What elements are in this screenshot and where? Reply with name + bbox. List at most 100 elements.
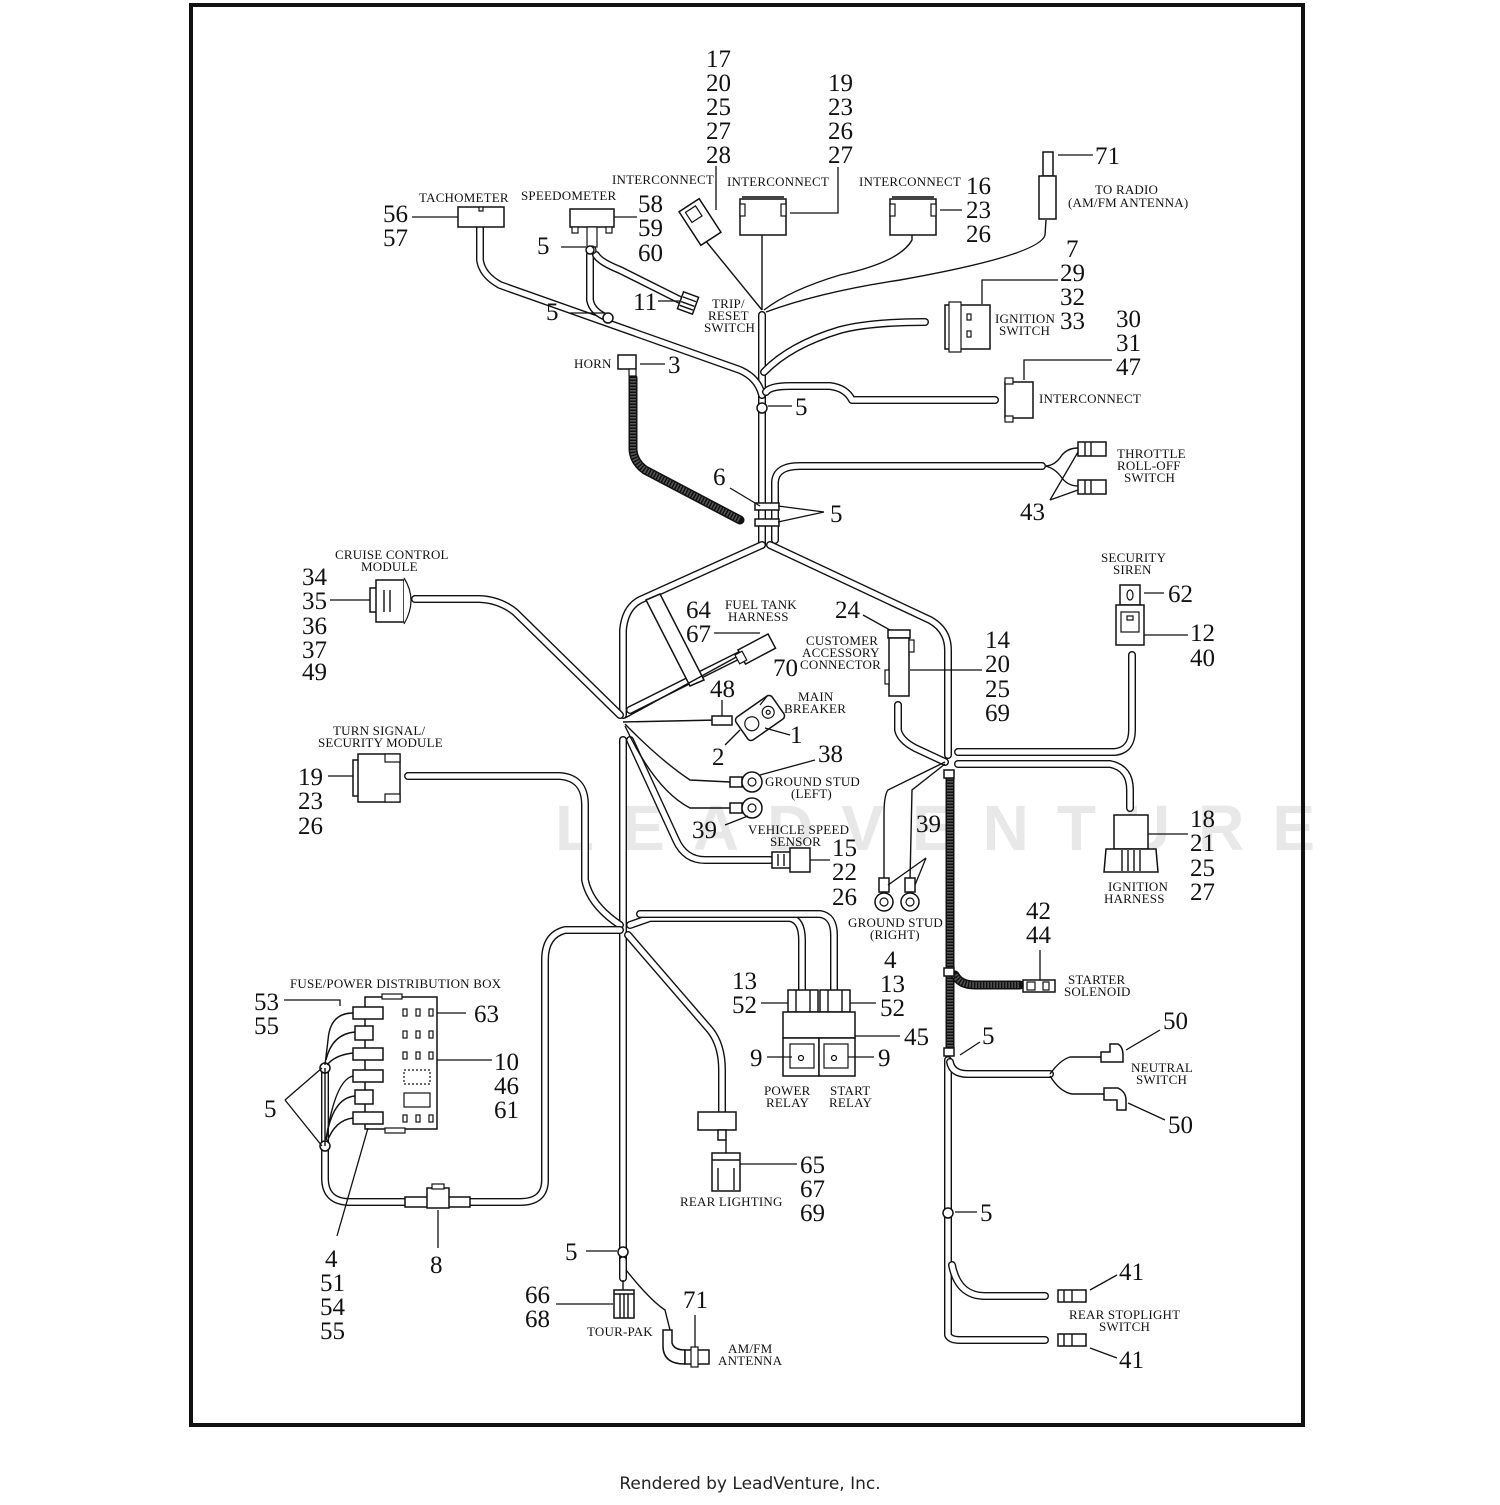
callout: 41 <box>1119 1259 1144 1286</box>
callout: 56 <box>383 201 408 228</box>
throttle-roll-off-connector-upper[interactable] <box>1077 441 1107 457</box>
ignition-switch-connector[interactable] <box>944 301 991 353</box>
turn-signal-security-module-connector[interactable] <box>352 753 401 803</box>
fuse-power-distribution-box[interactable] <box>324 993 438 1146</box>
am-fm-antenna-connector[interactable] <box>662 1329 710 1368</box>
callout: 26 <box>828 118 853 145</box>
callout: 63 <box>474 1001 499 1028</box>
fuse-box-connectors <box>352 1006 384 1125</box>
security-siren-connector[interactable] <box>1115 584 1145 646</box>
fuel-tank-harness-connector[interactable] <box>734 633 777 666</box>
trip-reset-switch[interactable] <box>676 290 700 316</box>
callout: 35 <box>302 588 327 615</box>
interconnect-a-connector[interactable] <box>678 197 722 247</box>
callout: 58 <box>638 191 663 218</box>
horn-connector[interactable] <box>617 354 637 377</box>
callout: 20 <box>706 70 731 97</box>
vehicle-speed-sensor-connector[interactable] <box>771 847 811 873</box>
callout: 19 <box>828 70 853 97</box>
label-accessory: ACCESSORY <box>802 645 880 660</box>
callout: 39 <box>916 811 941 838</box>
callout: 67 <box>800 1176 825 1203</box>
callout: 5 <box>830 501 843 528</box>
cable-strap-icon <box>942 1207 954 1219</box>
speedometer-connector[interactable] <box>569 208 615 255</box>
callout: 34 <box>302 564 328 591</box>
cable-strap-icon <box>602 312 614 324</box>
callout: 60 <box>638 240 663 267</box>
label-power: POWER <box>764 1083 811 1098</box>
callout: 19 <box>298 764 323 791</box>
neutral-switch-connectors[interactable] <box>1100 1043 1127 1111</box>
rear-lighting-connector[interactable] <box>697 1111 741 1192</box>
label-breaker: BREAKER <box>784 701 846 716</box>
fuel-tank-harness-clip <box>644 593 706 687</box>
leader-lines <box>284 154 1188 1359</box>
label-rear-lighting: REAR LIGHTING <box>680 1194 783 1209</box>
callout: 40 <box>1190 645 1215 672</box>
relay-block[interactable] <box>782 989 856 1077</box>
label-interconnect-a: INTERCONNECT <box>612 172 714 187</box>
callout: 71 <box>683 1287 708 1314</box>
ignition-harness-connector[interactable] <box>1103 814 1159 873</box>
ground-stud-left-terminals[interactable] <box>729 771 763 819</box>
label-connector: CONNECTOR <box>800 657 881 672</box>
inline-fuse-holder[interactable] <box>404 1183 471 1209</box>
callout: 5 <box>537 233 550 260</box>
main-breaker[interactable] <box>734 694 786 742</box>
callout: 32 <box>1060 284 1085 311</box>
rear-stoplight-switch-connectors[interactable] <box>1057 1289 1087 1347</box>
label-trip: TRIP/ <box>712 296 745 311</box>
callout: 69 <box>800 1200 825 1227</box>
throttle-roll-off-connector-lower[interactable] <box>1077 479 1107 495</box>
label-ignition-switch: IGNITION <box>995 311 1055 326</box>
interconnect-b-connector[interactable] <box>739 196 787 236</box>
tour-pak-connector[interactable] <box>613 1289 635 1319</box>
customer-accessory-connector[interactable] <box>884 629 915 697</box>
thin-wires <box>622 219 1105 1331</box>
callout: 3 <box>668 352 681 379</box>
label-main: MAIN <box>798 689 834 704</box>
label-switch: SWITCH <box>704 320 755 335</box>
callout: 28 <box>706 142 731 169</box>
callout: 66 <box>525 1282 550 1309</box>
label-right: (RIGHT) <box>870 927 920 942</box>
label-rear-stoplight-switch: SWITCH <box>1099 1319 1150 1334</box>
callout: 5 <box>565 1239 578 1266</box>
label-security-module: SECURITY MODULE <box>318 735 443 750</box>
callout: 59 <box>638 215 663 242</box>
callout: 26 <box>966 221 991 248</box>
label-ground-stud-left: GROUND STUD <box>765 774 860 789</box>
callout: 33 <box>1060 308 1085 335</box>
starter-solenoid-connector[interactable] <box>1022 979 1056 993</box>
label-turn-signal: TURN SIGNAL/ <box>333 723 426 738</box>
callout: 21 <box>1190 830 1215 857</box>
callout: 71 <box>1095 143 1120 170</box>
main-breaker-terminal <box>711 715 733 726</box>
callout: 23 <box>298 788 323 815</box>
callout: 5 <box>264 1096 277 1123</box>
cable-strap-icon <box>754 518 780 527</box>
radio-antenna-plug[interactable] <box>1038 151 1057 220</box>
cable-strap-icon <box>754 502 780 511</box>
callout: 64 <box>686 597 712 624</box>
label-start: START <box>830 1083 870 1098</box>
callout: 70 <box>773 655 798 682</box>
component-labels: TACHOMETER SPEEDOMETER INTERCONNECT INTE… <box>290 172 1193 1368</box>
callout: 57 <box>383 225 408 252</box>
callout: 25 <box>1190 855 1215 882</box>
label-fuse-box: FUSE/POWER DISTRIBUTION BOX <box>290 976 502 991</box>
interconnect-d-connector[interactable] <box>1004 377 1034 423</box>
label-to-radio-antenna: (AM/FM ANTENNA) <box>1068 195 1188 210</box>
interconnect-c-connector[interactable] <box>889 196 937 236</box>
label-antenna: ANTENNA <box>718 1353 783 1368</box>
callout: 39 <box>692 817 717 844</box>
ground-stud-right-terminals[interactable] <box>874 877 920 912</box>
callout: 18 <box>1190 806 1215 833</box>
callout: 7 <box>1066 236 1079 263</box>
label-ignition-switch-2: SWITCH <box>999 323 1050 338</box>
tachometer-connector[interactable] <box>457 206 505 228</box>
label-start-relay: RELAY <box>829 1095 873 1110</box>
callout: 16 <box>966 173 991 200</box>
cruise-control-module-connector[interactable] <box>369 577 412 625</box>
